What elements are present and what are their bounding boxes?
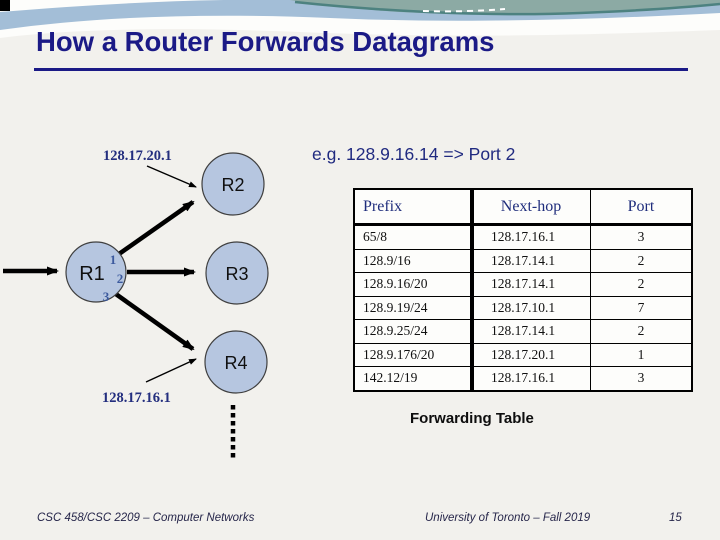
cell-next-hop: 128.17.16.1 (471, 224, 591, 250)
arrow-label-to-r4 (145, 358, 197, 383)
table-row: 142.12/19 128.17.16.1 3 (353, 366, 693, 392)
router-label-r3: R3 (225, 264, 248, 284)
router-label-r1: R1 (79, 263, 105, 285)
cell-next-hop: 128.17.16.1 (471, 366, 591, 392)
router-node-r4 (204, 330, 268, 394)
forwarding-table: Prefix Next-hop Port 65/8 128.17.16.1 3 … (353, 188, 693, 392)
router-label-r2: R2 (221, 175, 244, 195)
router-diagram: R1 R2 R3 R4 1 2 3 128.17.20.1 128.17.16.… (3, 148, 269, 459)
cell-next-hop: 128.17.20.1 (471, 342, 591, 367)
cell-prefix: 128.9.176/20 (353, 342, 474, 367)
cell-next-hop: 128.17.14.1 (471, 319, 591, 344)
page-number: 15 (669, 512, 682, 524)
router-node-r3 (205, 241, 269, 305)
router-label-r4: R4 (224, 353, 247, 373)
cell-port: 2 (590, 272, 693, 297)
cell-next-hop: 128.17.14.1 (471, 272, 591, 297)
cell-port: 3 (590, 366, 693, 392)
example-lookup-text: e.g. 128.9.16.14 => Port 2 (312, 144, 516, 164)
footer-university-text: University of Toronto – Fall 2019 (425, 512, 591, 524)
cell-prefix: 128.9/16 (353, 248, 474, 273)
cell-prefix: 128.9.19/24 (353, 295, 474, 320)
slide-title: How a Router Forwards Datagrams (36, 26, 495, 57)
top-decorative-band (0, 0, 720, 38)
header-prefix: Prefix (353, 188, 474, 226)
table-row: 65/8 128.17.16.1 3 (353, 224, 693, 250)
port-number-3: 3 (103, 289, 110, 304)
table-row: 128.9.16/20 128.17.14.1 2 (353, 272, 693, 297)
table-row: 128.9.19/24 128.17.10.1 7 (353, 295, 693, 320)
router-node-r1 (65, 241, 127, 303)
arrow-r1-to-r2 (117, 200, 195, 256)
table-caption: Forwarding Table (410, 410, 534, 427)
table-row: 128.9.176/20 128.17.20.1 1 (353, 342, 693, 367)
cell-prefix: 142.12/19 (353, 366, 474, 392)
header-port: Port (590, 188, 693, 226)
table-header-row: Prefix Next-hop Port (353, 188, 693, 226)
cell-port: 2 (590, 248, 693, 273)
cell-port: 3 (590, 224, 693, 250)
table-row: 128.9.25/24 128.17.14.1 2 (353, 319, 693, 344)
corner-black-rect (0, 0, 10, 11)
router-node-r2 (201, 152, 265, 216)
cell-next-hop: 128.17.14.1 (471, 248, 591, 273)
title-underline (34, 68, 688, 71)
cell-next-hop: 128.17.10.1 (471, 295, 591, 320)
cell-prefix: 128.9.25/24 (353, 319, 474, 344)
arrow-label-to-r2 (146, 165, 197, 188)
cell-port: 2 (590, 319, 693, 344)
ip-label-top: 128.17.20.1 (103, 148, 172, 164)
footer-course-text: CSC 458/CSC 2209 – Computer Networks (37, 512, 255, 524)
cell-port: 1 (590, 342, 693, 367)
cell-prefix: 65/8 (353, 224, 474, 250)
ip-label-bottom: 128.17.16.1 (102, 390, 171, 406)
cell-prefix: 128.9.16/20 (353, 272, 474, 297)
table-row: 128.9/16 128.17.14.1 2 (353, 248, 693, 273)
cell-port: 7 (590, 295, 693, 320)
port-number-1: 1 (110, 252, 117, 267)
band-teal-curve (294, 0, 720, 16)
arrow-r1-to-r4 (111, 290, 195, 351)
port-number-2: 2 (117, 271, 124, 286)
header-next-hop: Next-hop (471, 188, 591, 226)
